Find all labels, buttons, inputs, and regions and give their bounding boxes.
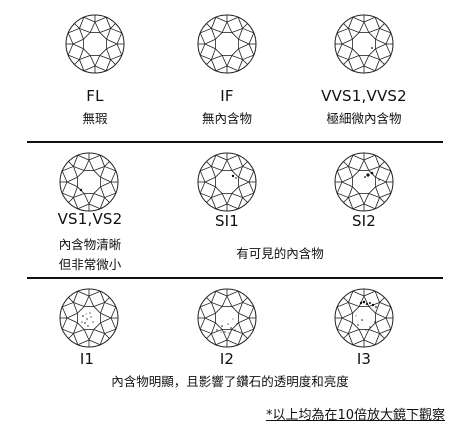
grade-if: IF <box>220 87 234 105</box>
inclusion-mark <box>366 173 370 177</box>
inclusion-mark <box>236 323 238 325</box>
diamond-facet-drawing <box>59 288 119 348</box>
inclusion-mark <box>216 329 218 331</box>
inclusion-mark <box>374 321 376 323</box>
inclusion-mark <box>82 315 84 317</box>
divider-1 <box>27 141 443 143</box>
grade-fl-desc: 無瑕 <box>82 111 108 126</box>
inclusion-mark <box>362 300 366 304</box>
inclusion-mark <box>375 306 377 308</box>
diamond-facet-drawing <box>334 14 394 74</box>
inclusion-mark <box>86 318 88 320</box>
inclusion-mark <box>369 326 371 328</box>
inclusion-mark <box>357 324 359 326</box>
grade-vvs-desc: 極細微內含物 <box>326 111 402 126</box>
grade-vvs: VVS1,VVS2 <box>321 87 407 105</box>
inclusion-mark <box>79 188 83 192</box>
inclusion-mark <box>369 302 371 304</box>
inclusion-mark <box>92 321 94 323</box>
inclusion-mark <box>87 325 89 327</box>
inclusion-mark <box>232 318 234 320</box>
grade-i1: I1 <box>79 350 95 368</box>
inclusion-mark <box>370 171 374 175</box>
inclusion-mark <box>89 312 91 314</box>
grade-vs: VS1,VS2 <box>57 210 123 228</box>
inclusion-mark <box>90 316 92 318</box>
diamond-vvs <box>332 12 396 76</box>
inclusion-mark <box>220 331 222 333</box>
inclusion-mark <box>355 315 357 317</box>
diamond-i1 <box>57 286 121 350</box>
visible-inclusions-desc: 有可見的內含物 <box>236 246 324 261</box>
inclusion-mark <box>221 325 223 327</box>
inclusion-mark <box>235 177 237 179</box>
diamond-facet-drawing <box>197 152 257 212</box>
inclusion-mark <box>361 319 363 321</box>
inclusion-mark <box>234 329 236 331</box>
inclusion-mark <box>227 323 229 325</box>
diamond-facet-drawing <box>65 14 125 74</box>
diamond-si2 <box>332 150 396 214</box>
diamond-i2 <box>195 286 259 350</box>
inclusion-mark <box>224 331 226 333</box>
diamond-i3 <box>332 286 396 350</box>
grade-if-desc: 無內含物 <box>201 111 252 126</box>
inclusion-mark <box>231 174 235 178</box>
inclusion-mark <box>365 302 369 306</box>
diamond-facet-drawing <box>334 152 394 212</box>
inclusion-mark <box>84 322 86 324</box>
divider-2 <box>27 277 443 279</box>
obvious-inclusions-desc: 內含物明顯，且影響了鑽石的透明度和亮度 <box>111 374 349 389</box>
inclusion-mark <box>228 332 230 334</box>
diamond-facet-drawing <box>334 288 394 348</box>
inclusion-mark <box>365 329 367 331</box>
inclusion-mark <box>85 313 87 315</box>
grade-i2: I2 <box>219 350 235 368</box>
grade-fl: FL <box>86 87 104 105</box>
diamond-if <box>195 12 259 76</box>
grade-i3: I3 <box>356 350 372 368</box>
inclusion-mark <box>371 303 375 307</box>
inclusion-mark <box>81 321 83 323</box>
inclusion-mark <box>359 301 363 305</box>
diamond-fl <box>63 12 127 76</box>
footnote: *以上均為在10倍放大鏡下觀察 <box>265 408 445 423</box>
grade-vs-desc-1: 內含物清晰 <box>58 237 122 252</box>
grade-si1: SI1 <box>214 212 240 230</box>
grade-si2: SI2 <box>351 212 377 230</box>
diamond-facet-drawing <box>197 288 257 348</box>
diamond-si1 <box>195 150 259 214</box>
diamond-facet-drawing <box>59 152 119 212</box>
inclusion-mark <box>378 179 380 181</box>
inclusion-mark <box>230 327 232 329</box>
diamond-vs <box>57 150 121 214</box>
grade-vs-desc-2: 但非常微小 <box>58 257 122 272</box>
diamond-facet-drawing <box>197 14 257 74</box>
inclusion-mark <box>364 176 366 178</box>
inclusion-mark <box>371 47 373 49</box>
